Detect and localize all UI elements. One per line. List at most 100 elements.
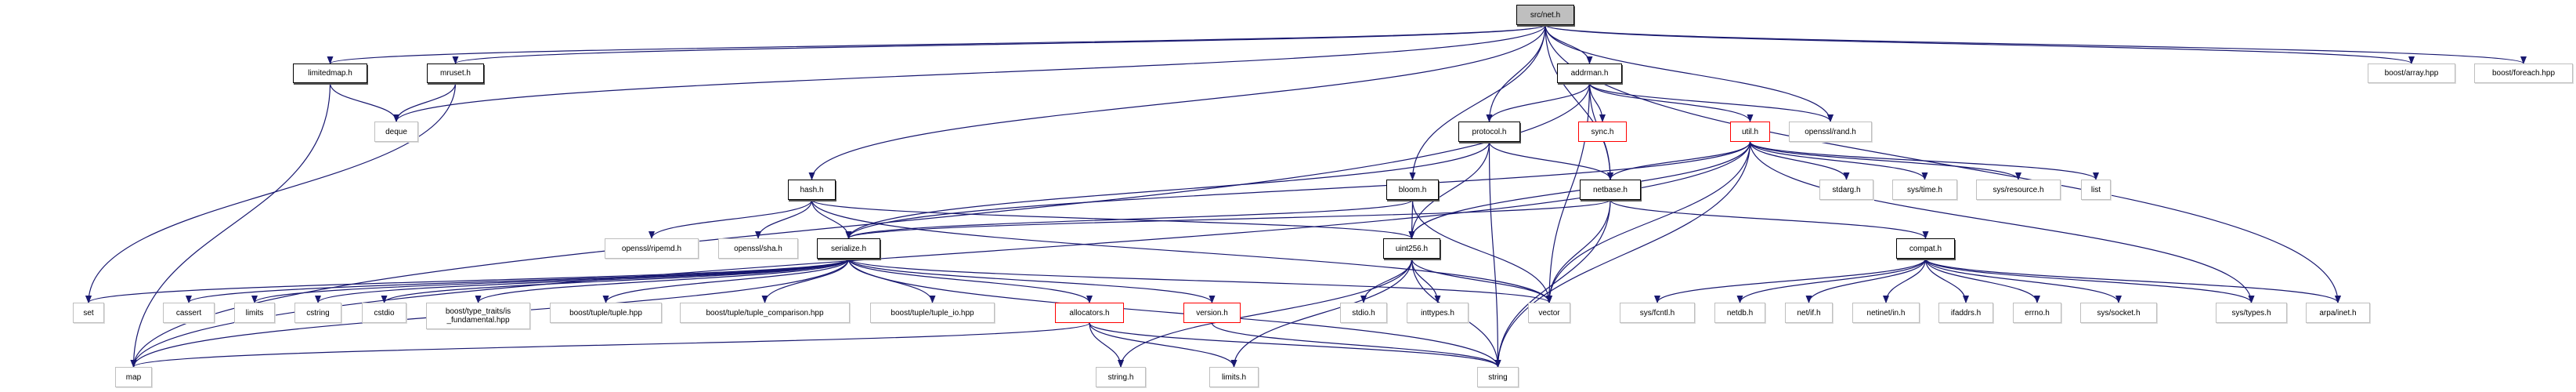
edge-compat-to-ifaddrs [1924, 258, 1969, 303]
node-ifaddrs: ifaddrs.h [1938, 303, 1993, 323]
edge-uint256-to-inttypes [1411, 258, 1441, 303]
node-addrman[interactable]: addrman.h [1557, 64, 1622, 83]
node-list: list [2081, 180, 2111, 200]
node-limitedmap[interactable]: limitedmap.h [293, 64, 367, 83]
edge-serialize-to-tuplecmp [761, 258, 850, 303]
edge-net-to-deque [393, 24, 1546, 122]
edge-allocators-to-string [1089, 322, 1501, 368]
edge-serialize-to-version [847, 258, 1216, 303]
edge-addrman-to-protocol [1486, 82, 1591, 122]
edge-addrman-to-util [1588, 82, 1754, 122]
edge-uint256-to-vector [1411, 258, 1552, 303]
edge-net-to-netbase [1545, 24, 1613, 180]
node-limits: limits [234, 303, 275, 323]
edge-serialize-to-set [85, 258, 850, 303]
edge-protocol-to-string [1488, 141, 1501, 368]
node-serialize[interactable]: serialize.h [817, 238, 880, 259]
node-stdio: stdio.h [1340, 303, 1387, 323]
node-netif: net/if.h [1785, 303, 1833, 323]
edge-compat-to-systypes [1924, 258, 2255, 303]
node-net[interactable]: src/net.h [1516, 5, 1574, 25]
node-netbase[interactable]: netbase.h [1580, 180, 1641, 200]
edge-net-to-mruset [453, 24, 1546, 64]
edge-allocators-to-stringh [1089, 322, 1124, 368]
node-systime: sys/time.h [1892, 180, 1957, 200]
node-stdarg: stdarg.h [1819, 180, 1873, 200]
edge-util-to-sysresource [1749, 141, 2021, 180]
edge-protocol-to-uint256 [1408, 141, 1490, 239]
node-sync[interactable]: sync.h [1578, 122, 1627, 142]
edge-version-to-string [1211, 322, 1501, 368]
edge-util-to-vector [1546, 141, 1751, 303]
edge-compat-to-netdb [1736, 258, 1927, 303]
node-hash[interactable]: hash.h [788, 180, 836, 200]
edge-hash-to-uint256 [811, 199, 1415, 239]
edge-bloom-to-serialize [845, 199, 1414, 239]
node-systypes: sys/types.h [2216, 303, 2287, 323]
edge-protocol-to-serialize [845, 141, 1490, 239]
edge-allocators-to-limitsh [1089, 322, 1237, 368]
node-sha: openssl/sha.h [718, 238, 798, 259]
edge-mruset-to-deque [393, 82, 457, 122]
edge-netbase-to-compat [1610, 199, 1929, 239]
edge-net-to-bloom [1409, 24, 1546, 180]
edge-uint256-to-limitsh [1230, 258, 1413, 368]
edge-compat-to-netinet [1883, 258, 1927, 303]
node-tupleio: boost/tuple/tuple_io.hpp [870, 303, 995, 323]
edge-serialize-to-isfund [475, 258, 850, 303]
node-bloom[interactable]: bloom.h [1386, 180, 1439, 200]
edge-serialize-to-cstdio [381, 258, 850, 303]
edge-util-to-string [1494, 141, 1751, 368]
node-vector: vector [1528, 303, 1570, 323]
edge-addrman-to-vector [1546, 82, 1591, 303]
node-compat[interactable]: compat.h [1896, 238, 1955, 259]
node-ripemd: openssl/ripemd.h [605, 238, 699, 259]
node-map: map [115, 367, 152, 387]
edge-serialize-to-string [847, 258, 1501, 368]
node-errno: errno.h [2013, 303, 2061, 323]
node-version[interactable]: version.h [1183, 303, 1241, 323]
node-tuple: boost/tuple/tuple.hpp [550, 303, 662, 323]
node-cstring: cstring [294, 303, 341, 323]
edge-hash-to-sha [755, 199, 813, 239]
node-util[interactable]: util.h [1730, 122, 1770, 142]
node-allocators[interactable]: allocators.h [1055, 303, 1124, 323]
node-cstdio: cstdio [362, 303, 406, 323]
edge-netbase-to-serialize [845, 199, 1611, 239]
node-cassert: cassert [163, 303, 215, 323]
edge-serialize-to-allocators [847, 258, 1093, 303]
node-array: boost/array.hpp [2368, 64, 2455, 83]
edge-addrman-to-rand [1588, 82, 1834, 122]
node-string: string [1477, 367, 1519, 387]
edge-addrman-to-map [130, 82, 1591, 368]
edge-compat-to-errno [1924, 258, 2040, 303]
node-inttypes: inttypes.h [1407, 303, 1469, 323]
edge-net-to-arpainet [1545, 24, 2341, 303]
edge-hash-to-vector [811, 199, 1552, 303]
node-netinet: netinet/in.h [1852, 303, 1920, 323]
edge-netbase-to-string [1494, 199, 1611, 368]
node-deque: deque [374, 122, 418, 142]
edge-net-to-rand [1545, 24, 1834, 122]
node-protocol[interactable]: protocol.h [1458, 122, 1520, 142]
edge-compat-to-netif [1805, 258, 1927, 303]
node-limitsh: limits.h [1209, 367, 1259, 387]
edge-netbase-to-vector [1546, 199, 1611, 303]
node-mruset[interactable]: mruset.h [427, 64, 484, 83]
node-rand: openssl/rand.h [1789, 122, 1872, 142]
edge-serialize-to-limits [251, 258, 850, 303]
edge-uint256-to-stringh [1118, 258, 1413, 368]
node-isfund: boost/type_traits/is _fundamental.hpp [426, 303, 530, 329]
edge-compat-to-sysfcntl [1654, 258, 1927, 303]
edge-mruset-to-set [85, 82, 457, 303]
edge-net-to-foreach [1545, 24, 2527, 64]
edge-net-to-limitedmap [327, 24, 1546, 64]
node-uint256[interactable]: uint256.h [1383, 238, 1440, 259]
node-foreach: boost/foreach.hpp [2474, 64, 2573, 83]
edge-net-to-hash [808, 24, 1546, 180]
edge-serialize-to-tuple [602, 258, 850, 303]
edge-bloom-to-vector [1411, 199, 1552, 303]
edge-util-to-serialize [845, 141, 1751, 239]
edge-util-to-systypes [1749, 141, 2255, 303]
